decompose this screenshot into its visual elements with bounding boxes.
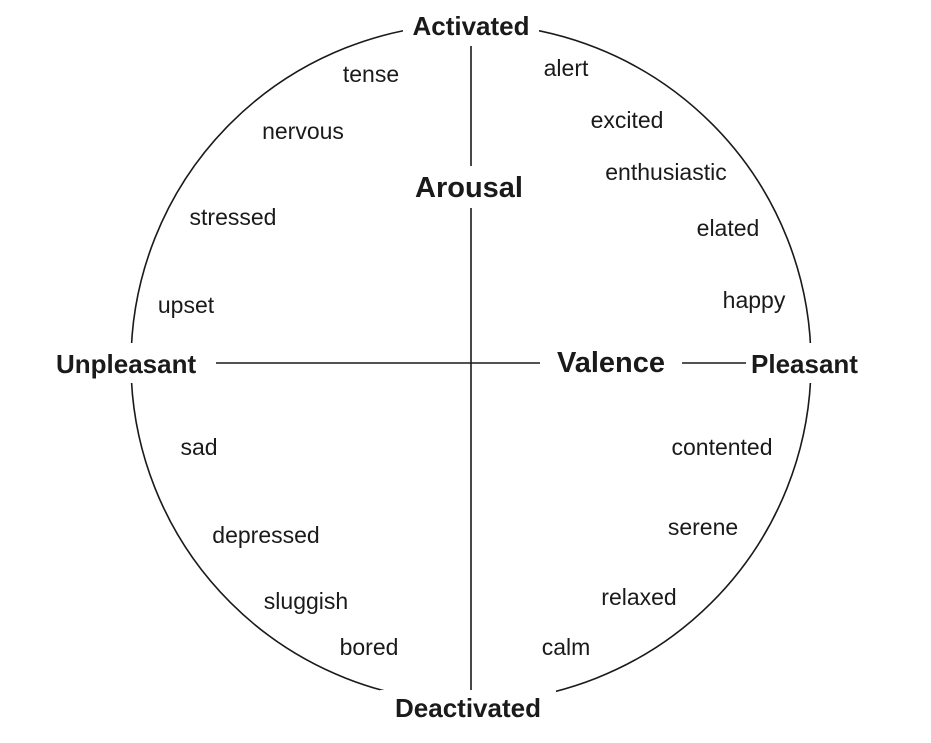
emotion-elated: elated (697, 215, 760, 241)
emotion-depressed: depressed (212, 522, 319, 548)
emotion-alert: alert (544, 55, 589, 81)
emotion-excited: excited (591, 107, 664, 133)
unpleasant-knockout (50, 343, 216, 383)
emotion-sluggish: sluggish (264, 588, 348, 614)
emotion-tense: tense (343, 61, 399, 87)
emotion-enthusiastic: enthusiastic (605, 159, 726, 185)
pole-pleasant: Pleasant (751, 349, 858, 379)
pole-unpleasant: Unpleasant (56, 349, 196, 379)
deactivated-knockout (380, 690, 556, 730)
emotion-upset: upset (158, 292, 215, 318)
axis-title-arousal: Arousal (415, 172, 523, 204)
emotion-calm: calm (542, 634, 591, 660)
axis-title-valence: Valence (557, 347, 665, 379)
emotion-bored: bored (340, 634, 399, 660)
emotion-relaxed: relaxed (601, 584, 676, 610)
pleasant-knockout (746, 343, 874, 383)
emotion-nervous: nervous (262, 118, 344, 144)
pole-activated: Activated (412, 11, 529, 41)
activated-knockout (403, 8, 539, 46)
emotion-happy: happy (723, 287, 786, 313)
emotion-serene: serene (668, 514, 738, 540)
arousal-knockout (398, 166, 540, 208)
emotion-contented: contented (671, 434, 772, 460)
valence-knockout (540, 341, 682, 385)
pole-deactivated: Deactivated (395, 693, 541, 723)
emotion-sad: sad (180, 434, 217, 460)
emotion-stressed: stressed (190, 204, 277, 230)
